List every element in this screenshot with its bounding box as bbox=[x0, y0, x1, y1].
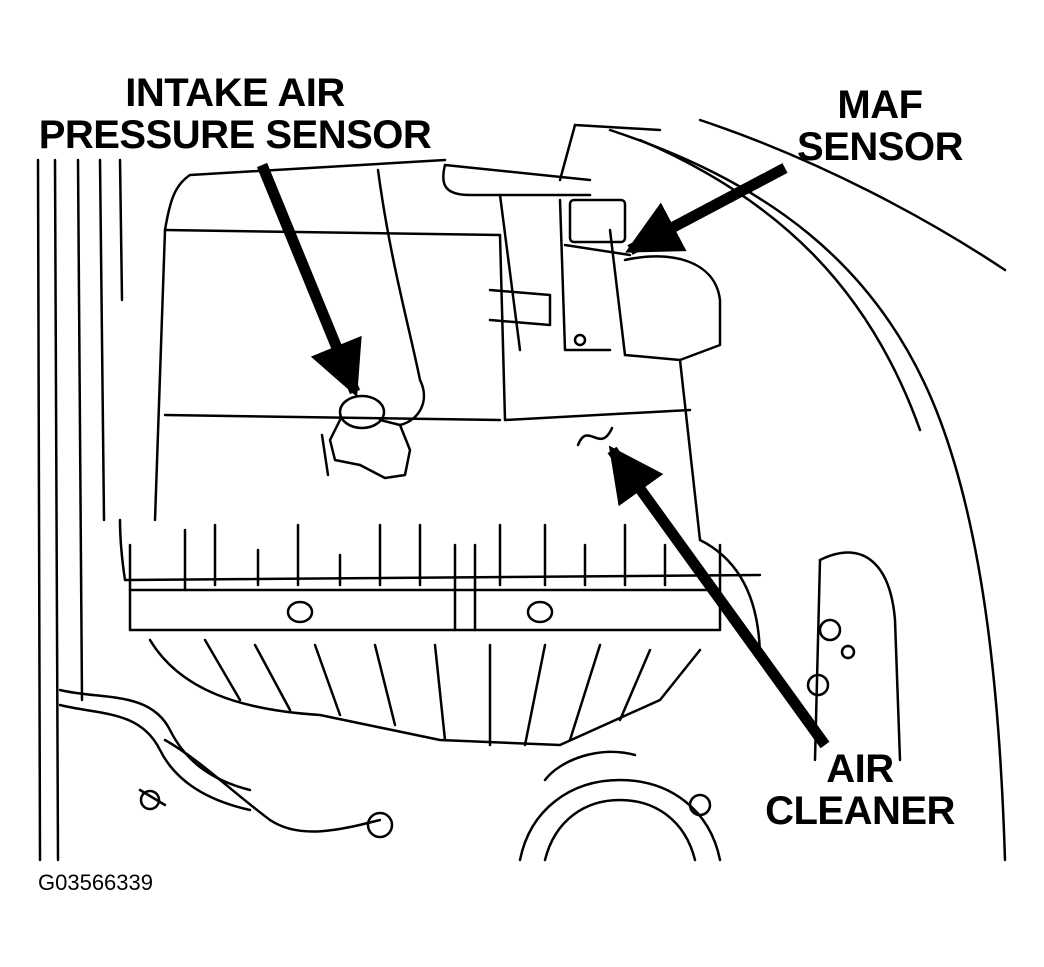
air-cleaner-label-line-1: AIR bbox=[826, 747, 894, 791]
air-cleaner-label-line-2: CLEANER bbox=[765, 789, 955, 833]
air-cleaner-pointer bbox=[607, 445, 830, 749]
intake-hose bbox=[518, 750, 722, 862]
intake-air-pressure-sensor-label-line-1: INTAKE AIR bbox=[125, 71, 345, 115]
left-frame-rails bbox=[36, 158, 124, 862]
air-cleaner-label: AIR CLEANER bbox=[745, 748, 975, 832]
wiring-harness bbox=[58, 688, 394, 839]
maf-sensor-assembly bbox=[442, 163, 722, 362]
intake-air-pressure-sensor-label-line-2: PRESSURE SENSOR bbox=[38, 113, 432, 157]
mounting-hole-left bbox=[286, 600, 314, 624]
maf-sensor-label-line-1: MAF bbox=[837, 83, 923, 127]
air-cleaner-lower-tray bbox=[148, 638, 702, 747]
air-cleaner-tilde-mark bbox=[576, 426, 614, 447]
maf-sensor-label: MAF SENSOR bbox=[780, 84, 980, 168]
iap-sensor-pointer bbox=[256, 162, 362, 398]
air-cleaner-housing bbox=[118, 158, 762, 662]
intake-air-pressure-sensor-label: INTAKE AIR PRESSURE SENSOR bbox=[20, 72, 450, 156]
figure-id: G03566339 bbox=[38, 870, 153, 895]
maf-sensor-label-line-2: SENSOR bbox=[797, 125, 963, 169]
mounting-hole-right bbox=[526, 600, 554, 624]
maf-sensor-pointer bbox=[625, 163, 788, 255]
housing-ribs bbox=[128, 523, 722, 632]
intake-air-pressure-sensor bbox=[320, 168, 426, 480]
